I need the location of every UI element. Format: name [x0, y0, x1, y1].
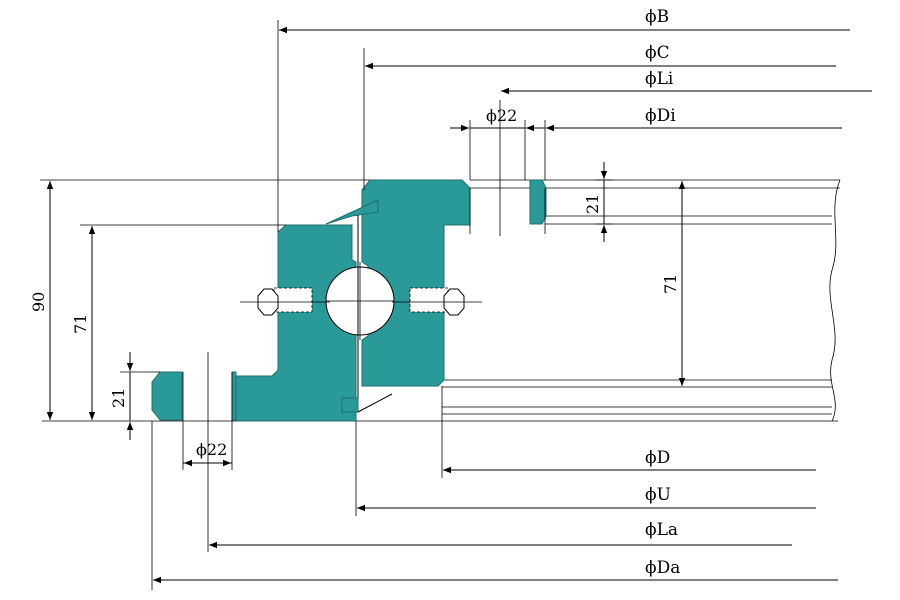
dimension-hole-top: ϕ22: [450, 106, 545, 132]
bolt-hole-bottom: [182, 352, 233, 552]
label-left-21: 21: [109, 388, 128, 408]
dimension-c: ϕC: [365, 43, 836, 70]
extension-lines: [40, 20, 612, 590]
label-di: ϕDi: [645, 106, 676, 126]
label-d: ϕD: [645, 448, 670, 468]
outer-ring-section: [151, 224, 357, 422]
dimension-b: ϕB: [279, 7, 850, 34]
seal-lips: [325, 199, 393, 413]
dimension-u: ϕU: [357, 485, 816, 512]
dimension-left-21: 21: [109, 352, 134, 440]
label-right-21: 21: [583, 194, 602, 214]
inner-ring-section: [361, 179, 547, 387]
dimension-d: ϕD: [443, 448, 816, 474]
label-hole-bottom: ϕ22: [196, 440, 227, 459]
ball: [325, 262, 395, 340]
label-total-height: 90: [29, 292, 48, 312]
dimension-hole-bottom: ϕ22: [183, 440, 232, 467]
dimension-right-71: 71: [661, 181, 686, 386]
label-la: ϕLa: [645, 520, 678, 540]
right-grease-nipple-icon: [392, 287, 482, 316]
label-left-71: 71: [71, 314, 90, 334]
dimension-total-height: 90: [29, 181, 54, 420]
label-da: ϕDa: [645, 558, 680, 578]
label-c: ϕC: [645, 43, 670, 63]
bolt-hole-top: [469, 100, 546, 236]
dimension-li: ϕLi: [501, 69, 872, 95]
dimension-right-21: 21: [583, 162, 608, 242]
label-li: ϕLi: [645, 69, 674, 89]
dimension-di: ϕDi: [546, 106, 842, 132]
label-hole-top: ϕ22: [486, 106, 517, 125]
label-u: ϕU: [645, 485, 671, 505]
label-right-71: 71: [661, 274, 680, 294]
dimension-da: ϕDa: [153, 558, 838, 584]
dimension-left-71: 71: [71, 226, 96, 420]
label-b: ϕB: [645, 7, 669, 27]
left-grease-nipple-icon: [240, 287, 330, 316]
dimension-la: ϕLa: [209, 520, 792, 549]
